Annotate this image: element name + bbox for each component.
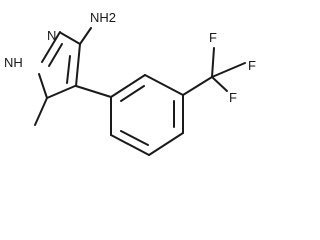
bond-c4-aryl	[75, 85, 112, 98]
benzene-double-1	[120, 85, 145, 102]
bond-c5-methyl	[34, 97, 48, 126]
bond-c3-c4	[75, 43, 81, 87]
bond-c-f-top	[211, 47, 215, 78]
bond-n1-n2	[41, 31, 61, 63]
atom-label-fluorine-right: F	[248, 58, 256, 73]
bond-n2-c3	[60, 32, 81, 45]
bond-c-f-bottom	[211, 76, 228, 92]
benzene-bond-4	[148, 132, 184, 156]
benzene-bond-2	[144, 74, 184, 96]
benzene-bond-5	[110, 134, 150, 156]
double-bond-c3-c4-inner	[66, 55, 71, 84]
atom-label-fluorine-top: F	[209, 30, 217, 45]
bond-c4-c5	[46, 85, 76, 99]
chemical-structure-diagram: N NH NH2 F F F	[4, 10, 256, 156]
atom-label-n: N	[47, 28, 56, 43]
bond-c5-n1	[38, 73, 48, 99]
double-bond-n1-n2-inner	[48, 43, 63, 67]
bond-c-f-right	[211, 62, 246, 78]
benzene-bond-1	[110, 74, 146, 98]
atom-label-nh: NH	[4, 55, 23, 70]
atom-label-fluorine-bottom: F	[229, 90, 237, 105]
benzene-double-3	[120, 130, 149, 146]
structure-canvas: N NH NH2 F F F	[4, 10, 256, 156]
bond-c3-nh2	[79, 27, 92, 45]
atom-label-amine: NH2	[90, 10, 116, 25]
bond-aryl-cf3	[182, 76, 213, 96]
